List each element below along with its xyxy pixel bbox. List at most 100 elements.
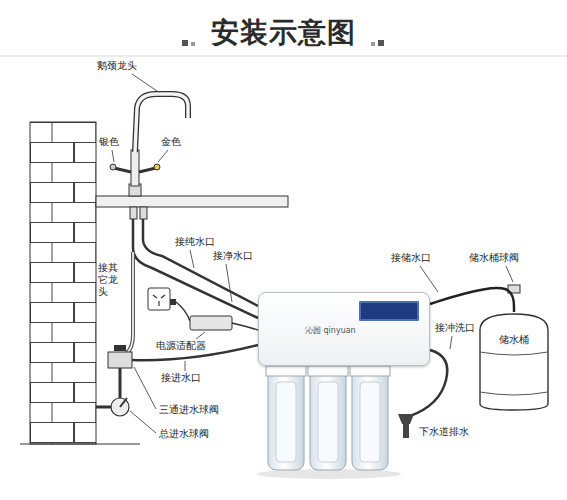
part-label: 下水道排水 [418, 426, 470, 438]
tank-outline [478, 312, 550, 412]
under-counter-fittings [130, 207, 137, 219]
tee-valve [108, 352, 132, 368]
leader-line [112, 74, 513, 433]
gooseneck-faucet [139, 168, 156, 172]
gooseneck-faucet [154, 164, 160, 170]
filter-canisters [310, 366, 346, 470]
part-label: 电源适配器 [155, 340, 207, 352]
label-anchor: 电源适配器 [155, 340, 207, 352]
label-anchor: 总进水球阀 [158, 428, 210, 440]
filter-canisters [276, 382, 296, 462]
under-counter-fittings [130, 207, 147, 219]
title-anchor: 安装示意图 [0, 14, 567, 52]
filter-canisters [318, 382, 338, 462]
label-anchor: 接冲洗口 [434, 322, 476, 334]
leader-line [196, 332, 205, 339]
faucet-pipes [133, 219, 258, 318]
node-label: 储水桶 [499, 334, 529, 346]
main-valve [111, 398, 129, 416]
leader-line [130, 411, 156, 433]
leader-line [190, 250, 194, 268]
tank-body [480, 314, 548, 410]
drain [398, 414, 414, 424]
part-label: 接纯水口 [174, 236, 216, 248]
part-label: 储水桶球阀 [468, 252, 520, 264]
leader-line [420, 266, 438, 292]
label-anchor: 银色 [98, 136, 120, 148]
leader-line [450, 336, 452, 349]
gooseneck-faucet [110, 164, 116, 170]
part-label: 三通进水球阀 [158, 404, 220, 416]
filter-canisters [257, 366, 401, 479]
part-label: 接其它龙头 [97, 262, 128, 298]
filter-canisters [360, 382, 380, 462]
title-decoration [191, 42, 195, 46]
power-adapter [176, 302, 258, 330]
under-counter-fittings [140, 207, 147, 219]
main-valve [96, 406, 111, 409]
drain [398, 414, 414, 438]
filter-canisters [266, 366, 306, 376]
drain [403, 424, 409, 438]
main-valve [119, 368, 122, 398]
leader-line [112, 150, 114, 162]
main-valve [96, 368, 129, 416]
power-outlet [170, 299, 176, 305]
page-title: 安装示意图 [205, 16, 362, 49]
tank-band [480, 352, 548, 395]
leader-line [158, 150, 168, 162]
water-pipe [430, 288, 514, 312]
counter-top [96, 196, 288, 207]
filter-canisters [308, 366, 348, 376]
part-label: 接冲洗口 [434, 322, 476, 334]
label-anchor: 下水道排水 [418, 426, 470, 438]
brick-wall [20, 444, 140, 445]
title-decoration [182, 40, 188, 46]
gooseneck-faucet [135, 94, 188, 152]
part-label: 接储水口 [390, 252, 432, 264]
label-anchor: 三通进水球阀 [158, 404, 220, 416]
label-anchor: 接其它龙头 [97, 262, 128, 298]
gooseneck-faucet [135, 94, 188, 152]
tee-valve [108, 345, 132, 368]
part-label: 总进水球阀 [158, 428, 210, 440]
node-label: 沁园 qinyuan [305, 326, 356, 336]
label-anchor: 接储水口 [390, 252, 432, 264]
leader-line [226, 264, 232, 302]
leader-line [134, 367, 156, 409]
filter-canisters [350, 366, 390, 376]
filter-canisters [268, 366, 304, 470]
part-label: 金色 [160, 136, 182, 148]
gooseneck-faucet [131, 150, 139, 186]
purifier-head: 沁园 qinyuan [258, 292, 430, 366]
label-anchor: 金色 [160, 136, 182, 148]
storage-tank: 储水桶 [478, 312, 550, 412]
main-valve [120, 398, 127, 407]
leader-line [132, 74, 157, 91]
lcd-display [359, 301, 419, 321]
part-label: 银色 [98, 136, 120, 148]
leader-line [185, 361, 186, 371]
leader-line [506, 266, 513, 282]
power-adapter [190, 316, 232, 330]
label-anchor: 接净水口 [212, 250, 254, 262]
label-anchor: 储水桶球阀 [468, 252, 520, 264]
title-decoration [371, 42, 375, 46]
counter-top [96, 196, 288, 207]
title-decoration [0, 56, 567, 57]
gooseneck-faucet [110, 94, 188, 196]
label-anchor: 接纯水口 [174, 236, 216, 248]
tee-valve [114, 345, 126, 351]
power-adapter [232, 323, 258, 330]
part-label: 鹅颈龙头 [96, 60, 138, 72]
power-outlet [148, 288, 170, 310]
brick-wall [20, 122, 140, 444]
filter-canisters [352, 366, 388, 470]
power-adapter [176, 302, 190, 321]
label-anchor: 接进水口 [160, 372, 202, 384]
title-decoration [378, 40, 384, 46]
power-outlet [148, 288, 176, 310]
faucet-pipes [133, 219, 258, 318]
